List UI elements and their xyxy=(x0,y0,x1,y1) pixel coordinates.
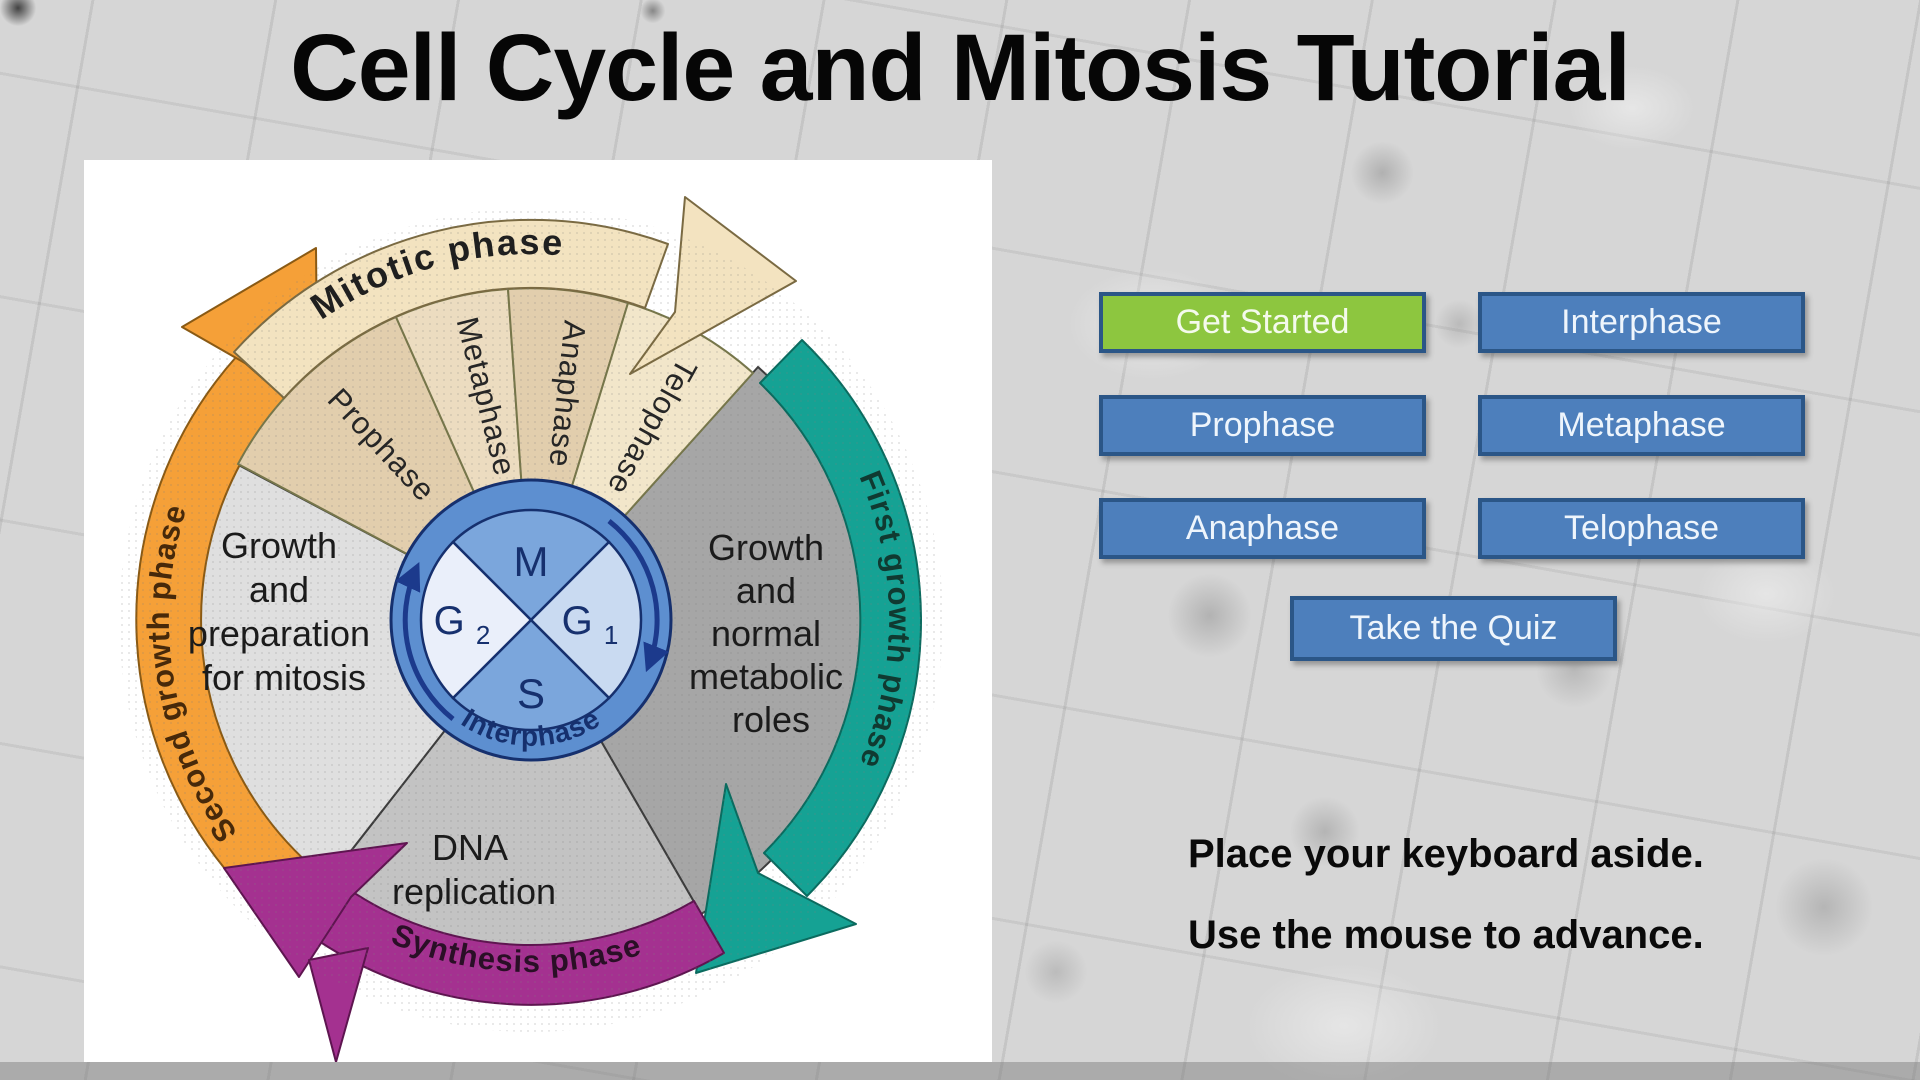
anaphase-button[interactable]: Anaphase xyxy=(1099,498,1426,559)
prophase-button[interactable]: Prophase xyxy=(1099,395,1426,456)
get-started-button[interactable]: Get Started xyxy=(1099,292,1426,353)
interphase-ring: M G 2 G 1 S Interphase xyxy=(389,478,673,762)
instructions: Place your keyboard aside. Use the mouse… xyxy=(1188,832,1808,994)
telophase-button[interactable]: Telophase xyxy=(1478,498,1805,559)
label-g1: G 1 xyxy=(562,599,619,650)
quadrant-s xyxy=(451,618,611,732)
label-s: S xyxy=(517,670,545,717)
interphase-button[interactable]: Interphase xyxy=(1478,292,1805,353)
quadrant-g2 xyxy=(419,540,533,700)
cycle-arrow-left xyxy=(395,562,455,721)
quadrant-g1 xyxy=(529,540,643,700)
cell-cycle-diagram: Mitotic phase First growth phase Second … xyxy=(119,196,943,1063)
label-m: M xyxy=(514,538,549,585)
sector-text-bottom: DNA replication xyxy=(392,827,556,912)
instruction-line-1: Place your keyboard aside. xyxy=(1188,832,1704,876)
take-quiz-button[interactable]: Take the Quiz xyxy=(1290,596,1617,661)
instruction-line-2: Use the mouse to advance. xyxy=(1188,913,1704,957)
label-g2: G 2 xyxy=(434,599,491,650)
page-title: Cell Cycle and Mitosis Tutorial xyxy=(290,15,1631,121)
cell-cycle-diagram-panel: Mitotic phase First growth phase Second … xyxy=(84,160,992,1063)
metaphase-button[interactable]: Metaphase xyxy=(1478,395,1805,456)
sector-text-left: Growth and preparation for mitosis xyxy=(188,525,380,698)
cycle-arrow-right xyxy=(607,519,669,673)
quadrant-m xyxy=(451,508,611,622)
sector-text-right: Growth and normal metabolic roles xyxy=(689,527,853,740)
background-bottom-band xyxy=(0,1062,1920,1080)
